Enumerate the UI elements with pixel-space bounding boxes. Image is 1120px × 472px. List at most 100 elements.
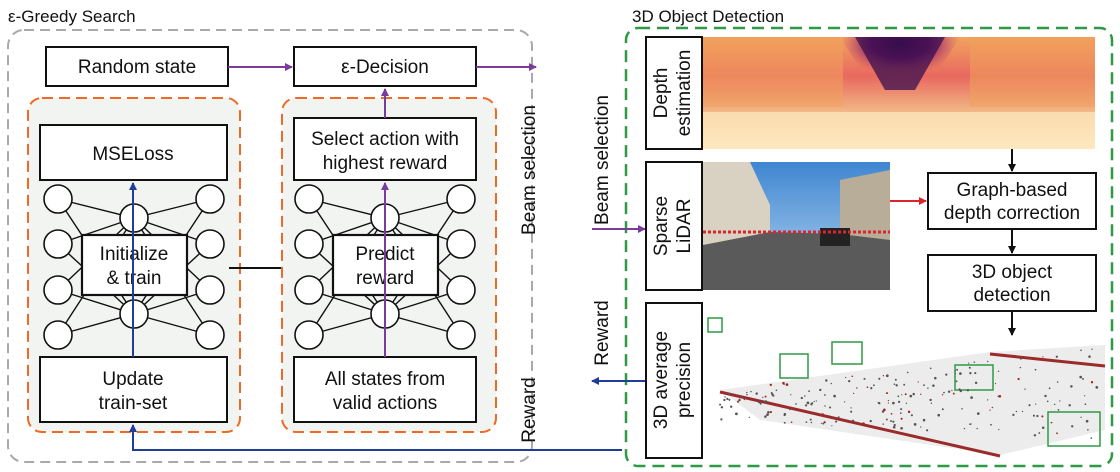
point-cloud-dot xyxy=(943,391,945,394)
point-cloud-dot xyxy=(852,392,855,395)
point-cloud-dot xyxy=(738,398,741,401)
point-cloud-dot xyxy=(1068,404,1071,407)
point-cloud-dot xyxy=(856,387,858,389)
beam-selection-input-label: Beam selection xyxy=(592,95,613,225)
network-node xyxy=(446,320,476,350)
point-cloud-dot xyxy=(892,401,895,405)
network-node xyxy=(195,184,225,214)
point-cloud-dot xyxy=(736,400,740,403)
point-cloud-dot xyxy=(897,395,900,398)
point-cloud-dot xyxy=(806,401,810,405)
detection-line2: detection xyxy=(973,285,1050,306)
point-cloud-dot xyxy=(720,418,723,421)
point-cloud-dot xyxy=(934,376,937,380)
point-cloud-dot xyxy=(740,395,743,398)
point-cloud-dot xyxy=(1032,414,1035,417)
sparse-line2: LiDAR xyxy=(674,199,695,254)
point-cloud-dot xyxy=(805,421,808,423)
update-label: Update xyxy=(102,369,163,390)
point-cloud-dot xyxy=(923,420,925,422)
point-cloud-dot xyxy=(800,396,803,400)
point-cloud-dot xyxy=(989,409,991,411)
network-node xyxy=(294,320,324,350)
point-cloud-dot xyxy=(762,396,764,399)
point-cloud-dot xyxy=(974,381,978,385)
point-cloud-dot xyxy=(824,394,826,396)
point-cloud-dot xyxy=(917,381,919,383)
network-node xyxy=(195,229,225,259)
point-cloud-dot xyxy=(726,397,729,400)
point-cloud-dot xyxy=(1038,432,1041,434)
point-cloud-dot xyxy=(998,428,1000,431)
point-cloud-dot xyxy=(1084,403,1087,406)
point-cloud-dot xyxy=(932,384,935,387)
point-cloud-dot xyxy=(851,419,855,422)
point-cloud-dot xyxy=(790,421,793,423)
graph-depth-box xyxy=(927,172,1097,230)
point-cloud-dot xyxy=(835,420,838,423)
point-cloud-dot xyxy=(1044,394,1047,398)
update-trainset-box xyxy=(39,356,228,423)
point-cloud-dot xyxy=(969,372,972,375)
point-cloud-dot xyxy=(862,422,865,425)
point-cloud-dot xyxy=(783,412,787,416)
point-cloud-dot xyxy=(1057,409,1060,411)
search-panel-border xyxy=(7,29,533,463)
point-cloud-dot xyxy=(759,402,762,405)
point-cloud-dot xyxy=(775,389,778,392)
point-cloud-dot xyxy=(837,416,840,419)
random-state-box xyxy=(45,46,229,87)
point-cloud-dot xyxy=(1019,366,1022,369)
point-cloud-dot xyxy=(991,406,994,409)
point-cloud-dot xyxy=(863,377,866,380)
point-cloud-dot xyxy=(955,380,958,383)
point-cloud-dot xyxy=(1041,426,1045,430)
point-cloud-dot xyxy=(892,420,895,423)
point-cloud-dot xyxy=(909,394,913,398)
point-cloud-dot xyxy=(894,378,897,381)
network-node xyxy=(43,229,73,259)
sparse-lidar-label-box xyxy=(645,161,703,291)
precision-line1: 3D average xyxy=(651,331,672,429)
right-network-graph xyxy=(294,184,476,350)
point-cloud-dot xyxy=(905,402,908,404)
point-cloud-dot xyxy=(1048,387,1051,390)
graph-line1: Graph-based xyxy=(957,180,1068,201)
point-cloud-dot xyxy=(994,382,997,385)
street-camera-image xyxy=(703,162,890,290)
point-cloud-dot xyxy=(998,394,1002,398)
point-cloud-dot xyxy=(906,371,909,374)
point-cloud-dot xyxy=(819,388,822,392)
point-cloud-dot xyxy=(750,390,752,393)
point-cloud-dot xyxy=(1088,355,1091,358)
point-cloud-dot xyxy=(1042,356,1044,358)
point-cloud-dot xyxy=(892,425,896,429)
point-cloud-dot xyxy=(1041,415,1044,418)
point-cloud-dot xyxy=(973,361,976,363)
point-cloud-dot xyxy=(956,368,959,371)
point-cloud-dot xyxy=(937,413,941,417)
initialize-train-box xyxy=(80,233,189,297)
depth-map-image xyxy=(703,37,1095,149)
point-cloud-dot xyxy=(743,398,746,401)
point-cloud-dot xyxy=(976,412,980,415)
point-cloud-dot xyxy=(1087,429,1089,431)
point-cloud-dot xyxy=(782,381,785,385)
point-cloud-dot xyxy=(769,411,772,414)
point-cloud-dot xyxy=(882,423,884,425)
point-cloud-dot xyxy=(823,421,826,424)
point-cloud-dot xyxy=(1091,348,1093,350)
point-cloud-dot xyxy=(1085,419,1089,423)
point-cloud-dot xyxy=(895,384,898,387)
point-cloud-dot xyxy=(1059,400,1061,402)
point-cloud-dot xyxy=(954,373,957,375)
point-cloud-dot xyxy=(824,405,826,407)
network-node xyxy=(294,184,324,214)
random-state-label: Random state xyxy=(78,57,196,78)
point-cloud-dot xyxy=(850,410,853,413)
point-cloud-dot xyxy=(813,413,815,415)
point-cloud-dot xyxy=(1012,413,1015,417)
point-cloud-dot xyxy=(795,403,797,405)
point-cloud-dot xyxy=(893,423,896,427)
point-cloud-dot xyxy=(961,408,963,410)
